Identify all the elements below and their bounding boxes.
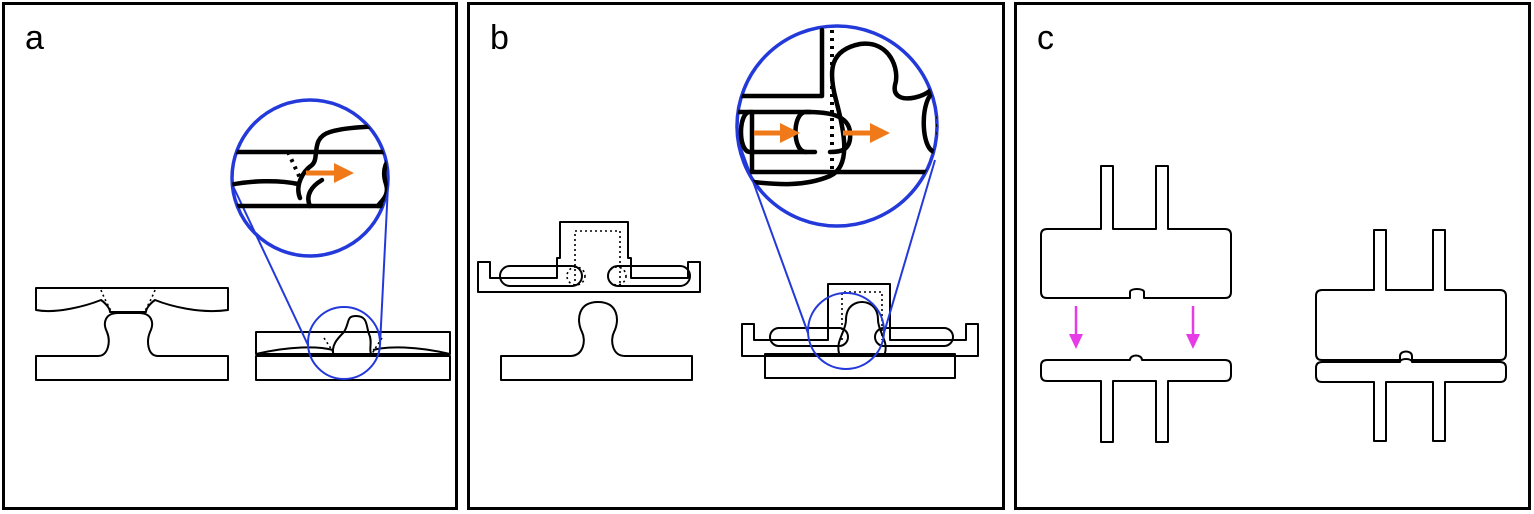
b-upper-clip: [477, 221, 701, 293]
c-upper-block: [1040, 165, 1232, 299]
a-assembled: [255, 315, 451, 381]
panel-a: a: [2, 2, 458, 510]
b-magnifier: [735, 24, 939, 370]
b-assembled: [741, 283, 979, 379]
panel-label-a: a: [25, 19, 44, 57]
c-lower-block: [1040, 354, 1232, 443]
a-upper-plate: [35, 287, 229, 313]
c-assembled: [1315, 229, 1507, 442]
a-magnifier: [230, 98, 390, 380]
b-lower-part: [500, 301, 693, 381]
panel-label-b: b: [490, 19, 509, 57]
c-magenta-arrows: [1069, 306, 1200, 349]
a-lower-part: [35, 312, 229, 381]
panel-b: b: [467, 2, 1005, 510]
panel-label-c: c: [1037, 19, 1054, 57]
